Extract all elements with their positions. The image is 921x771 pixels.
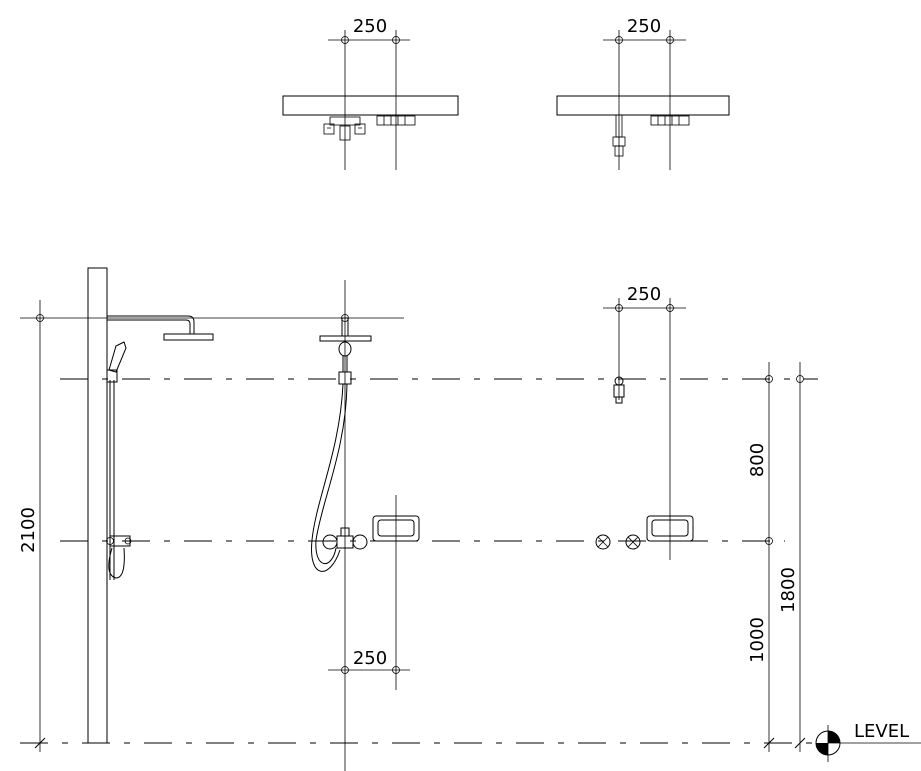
dim-mixer-height: 1800 bbox=[778, 567, 799, 613]
reference-lines bbox=[20, 307, 820, 744]
dim-upper-height: 800 bbox=[747, 443, 768, 477]
plan-soap-dish bbox=[376, 115, 416, 126]
dim-plan-right-spacing: 250 bbox=[627, 16, 661, 37]
right-soap-dish bbox=[646, 515, 694, 542]
upper-valve bbox=[613, 376, 625, 404]
hand-shower-side bbox=[108, 341, 127, 373]
side-shower-set bbox=[106, 315, 214, 580]
dim-plan-left-spacing: 250 bbox=[353, 16, 387, 37]
dim-lower-height: 1000 bbox=[747, 617, 768, 663]
rain-shower-head-side bbox=[163, 333, 214, 341]
rain-shower-head-front bbox=[319, 335, 372, 342]
plan-soap-dish-right bbox=[650, 115, 690, 126]
plan-mixer-valve bbox=[323, 116, 366, 141]
front-soap-dish bbox=[372, 515, 420, 542]
plan-view-right bbox=[556, 30, 730, 170]
plan-valve bbox=[612, 114, 626, 157]
level-symbol bbox=[815, 725, 921, 762]
dim-elevation-bottom-spacing: 250 bbox=[353, 648, 387, 669]
wall-section bbox=[87, 267, 108, 744]
dimension-lines bbox=[34, 300, 806, 752]
plan-view-left bbox=[282, 30, 459, 170]
vertical-centre-lines bbox=[341, 280, 674, 771]
tap-handle-right bbox=[625, 534, 641, 550]
front-mixer-valve bbox=[322, 527, 368, 550]
dim-total-height: 2100 bbox=[18, 507, 39, 553]
front-shower-set bbox=[311, 314, 420, 572]
tap-handle-left bbox=[595, 534, 611, 550]
level-label: LEVEL bbox=[854, 721, 909, 742]
dim-elevation-right-spacing: 250 bbox=[627, 284, 661, 305]
front-valve-set bbox=[595, 376, 694, 550]
